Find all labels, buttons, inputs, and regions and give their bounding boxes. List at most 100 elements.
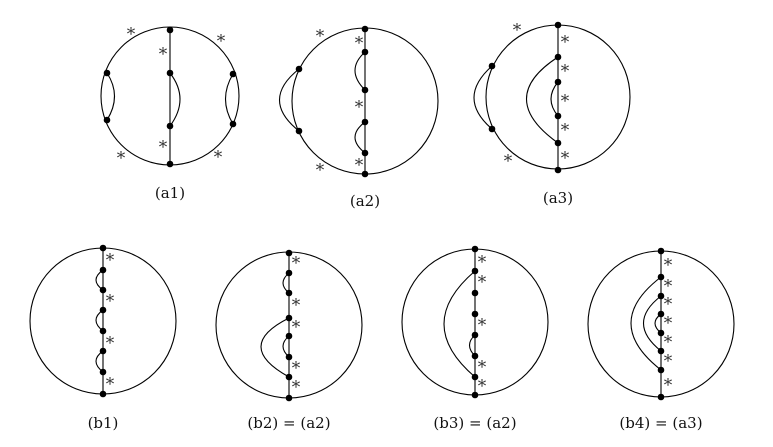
inner-arc — [95, 350, 104, 373]
vertex — [285, 314, 293, 322]
panel-caption: (b3) = (a2) — [433, 414, 516, 432]
left-arc — [106, 72, 116, 121]
star-marker: * — [214, 148, 223, 168]
star-marker: * — [478, 358, 487, 378]
vertex — [285, 249, 293, 257]
vertex — [295, 127, 303, 135]
left-arc — [473, 65, 493, 130]
star-marker: * — [355, 34, 364, 54]
vertex — [361, 86, 369, 94]
middle-arc — [643, 295, 662, 352]
vertex — [285, 394, 293, 402]
vertex — [361, 25, 369, 33]
panel-b1: * * * * (b1) — [29, 244, 177, 432]
inner-arc — [354, 121, 366, 154]
vertex — [99, 347, 107, 355]
vertex — [99, 390, 107, 398]
star-marker: * — [664, 277, 673, 297]
star-marker: * — [561, 149, 570, 169]
vertex — [488, 125, 496, 133]
vertex — [166, 26, 174, 34]
panel-caption: (a1) — [155, 184, 185, 202]
vertex — [285, 353, 293, 361]
vertex — [103, 69, 111, 77]
vertex — [361, 118, 369, 126]
vertex — [554, 78, 562, 86]
panel-caption: (b4) = (a3) — [619, 414, 702, 432]
vertex — [99, 327, 107, 335]
vertex — [554, 21, 562, 29]
vertex — [657, 393, 665, 401]
panel-a1: * * * * * * (a1) — [100, 25, 240, 202]
star-marker: * — [106, 251, 115, 271]
star-marker: * — [504, 152, 513, 172]
vertex — [657, 247, 665, 255]
vertex — [361, 149, 369, 157]
vertex — [99, 286, 107, 294]
star-marker: * — [106, 375, 115, 395]
panel-caption: (a2) — [350, 192, 380, 210]
vertex — [471, 310, 479, 318]
outer-arc — [630, 276, 662, 371]
star-marker: * — [478, 273, 487, 293]
middle-arc — [525, 56, 559, 144]
star-marker: * — [292, 318, 301, 338]
vertex — [99, 244, 107, 252]
inner-arc — [550, 81, 559, 117]
panel-b2: * * * * * (b2) = (a2) — [215, 249, 363, 432]
vertex — [285, 373, 293, 381]
panel-b3: * * * * * (b3) = (a2) — [401, 245, 549, 432]
middle-arc — [443, 270, 476, 378]
vertex — [285, 332, 293, 340]
vertex — [471, 391, 479, 399]
vertex — [99, 368, 107, 376]
middle-arc — [260, 317, 290, 378]
panel-caption: (a3) — [543, 189, 573, 207]
star-marker: * — [355, 98, 364, 118]
vertex — [657, 347, 665, 355]
vertex — [488, 62, 496, 70]
panel-b4: * * * * * * * (b4) = (a3) — [587, 247, 735, 432]
star-marker: * — [478, 316, 487, 336]
vertex — [229, 70, 237, 78]
vertex — [471, 289, 479, 297]
star-marker: * — [478, 253, 487, 273]
vertex — [285, 289, 293, 297]
vertex — [554, 166, 562, 174]
vertex — [99, 266, 107, 274]
star-marker: * — [292, 359, 301, 379]
vertex — [554, 112, 562, 120]
vertex — [471, 245, 479, 253]
vertex — [471, 373, 479, 381]
vertex — [554, 53, 562, 61]
star-marker: * — [127, 25, 136, 45]
star-marker: * — [478, 377, 487, 397]
star-marker: * — [316, 27, 325, 47]
vertex — [657, 366, 665, 374]
star-marker: * — [561, 92, 570, 112]
vertex — [554, 139, 562, 147]
panel-a2: * * * * * (a2) — [278, 25, 439, 210]
star-marker: * — [316, 161, 325, 181]
star-marker: * — [292, 296, 301, 316]
inner-arc — [95, 309, 104, 332]
star-marker: * — [159, 45, 168, 65]
vertex — [657, 310, 665, 318]
inner-arc — [354, 51, 366, 91]
panel-caption: (b1) — [88, 414, 119, 432]
star-marker: * — [664, 314, 673, 334]
vertex — [471, 331, 479, 339]
vertex — [471, 352, 479, 360]
inner-arc — [169, 72, 181, 127]
vertex — [657, 273, 665, 281]
star-marker: * — [561, 62, 570, 82]
star-marker: * — [664, 295, 673, 315]
star-marker: * — [513, 21, 522, 41]
right-arc — [224, 73, 234, 125]
star-marker: * — [664, 376, 673, 396]
vertex — [285, 269, 293, 277]
star-marker: * — [117, 149, 126, 169]
vertex — [361, 170, 369, 178]
star-marker: * — [106, 334, 115, 354]
